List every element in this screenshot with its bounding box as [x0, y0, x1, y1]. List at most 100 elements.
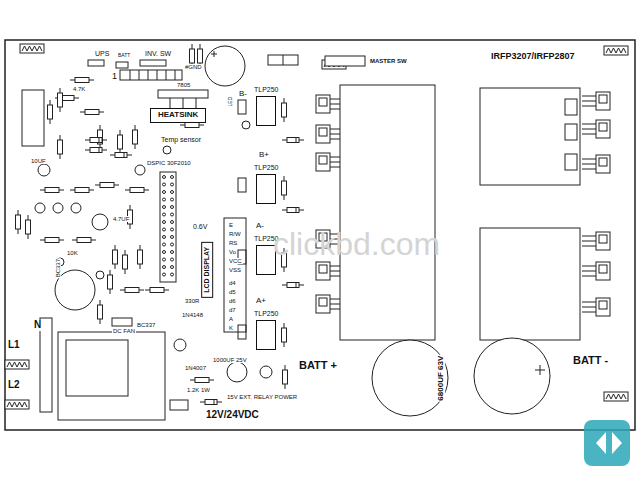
node-label: HEATSINK [158, 111, 198, 120]
mcu-pin [171, 191, 174, 194]
screw-hatch [22, 46, 42, 51]
mosfet-lead [330, 309, 340, 310]
mosfet-tab [319, 265, 327, 273]
resistor-symbol [283, 370, 288, 384]
connector-label: DC FAN [112, 328, 136, 334]
resistor-symbol [282, 103, 287, 117]
resistor-symbol [198, 49, 203, 63]
terminal-label: L2 [7, 380, 21, 391]
diode-symbol [287, 283, 299, 288]
resistor-symbol [45, 238, 59, 243]
mosfet-lead [582, 134, 596, 135]
board-outline [5, 40, 635, 430]
capacitor-symbol [96, 271, 104, 279]
pin-name: d4 [228, 280, 237, 286]
diode-symbol [205, 400, 217, 405]
mosfet-lead [582, 307, 596, 308]
mosfet-lead [582, 124, 596, 125]
signal-name: A- [255, 222, 265, 230]
pin-name: d6 [228, 298, 237, 304]
polarity-mark [540, 365, 541, 375]
diode-band [296, 283, 297, 288]
resistor-symbol [150, 288, 164, 293]
mosfet-lead [330, 271, 340, 272]
screw-terminal [604, 392, 628, 401]
mosfet-symbol [596, 298, 610, 316]
part-name: Temp sensor [160, 136, 202, 143]
mosfet-lead [330, 109, 340, 110]
mosfet-tab [319, 128, 327, 136]
pin-name: d7 [228, 307, 237, 313]
mosfet-lead [582, 302, 596, 303]
part-value: 6800UF 63V [437, 355, 445, 402]
voltage-label: 0.6V [192, 223, 208, 230]
pin-name: RS [228, 240, 238, 246]
diode-band [124, 153, 125, 158]
mosfet-symbol [596, 120, 610, 138]
mosfet-lead [582, 246, 596, 247]
connector-label: BATT [117, 53, 131, 58]
mosfet-lead [330, 266, 340, 267]
heatsink-outline [480, 88, 580, 185]
part-name: DSPIC 30F2010 [146, 160, 192, 166]
signal-name: B+ [258, 151, 270, 159]
mcu-pin [163, 213, 166, 216]
resistor-symbol [100, 183, 114, 188]
note: 15V EXT. RELAY POWER [226, 394, 298, 400]
resistor-symbol [58, 140, 63, 154]
mcu-pin [163, 191, 166, 194]
signal-name: B- [238, 90, 248, 98]
screw-terminal [5, 360, 29, 369]
screw-terminal [20, 44, 44, 53]
screw-hatch [7, 402, 27, 407]
resistor-symbol [58, 93, 63, 107]
mosfet-lead [330, 104, 340, 105]
capacitor-symbol [205, 46, 245, 86]
part-name: 7805 [176, 82, 191, 88]
capacitor-symbol [227, 362, 247, 382]
mosfet-lead [582, 266, 596, 267]
resistor-symbol [75, 188, 89, 193]
transistor-symbol [53, 203, 63, 213]
mcu-pin [163, 236, 166, 239]
mcu-pin [171, 236, 174, 239]
mosfet-lead [330, 99, 340, 100]
diode-symbol [115, 153, 127, 158]
mosfet-tab [319, 156, 327, 164]
node-label: TLP250 [253, 164, 280, 172]
resistor-symbol [190, 49, 195, 63]
mosfet-symbol [316, 95, 330, 113]
pin-divider [157, 70, 158, 80]
mcu-pin [171, 183, 174, 186]
polarity-mark [214, 51, 215, 57]
pin-name: Vo [228, 249, 237, 255]
terminal-label: L1 [7, 340, 21, 351]
part-value: 10UF [30, 158, 47, 164]
capacitor-symbol [260, 366, 272, 378]
mosfet-lead [582, 312, 596, 313]
mosfet-lead [582, 169, 596, 170]
regulator-lead [170, 98, 171, 108]
regulator-symbol [158, 90, 208, 98]
mosfet-tab [599, 301, 607, 309]
mosfet-tab [599, 95, 607, 103]
resistor-symbol [85, 110, 99, 115]
terminal-label: BATT + [298, 360, 338, 372]
resistor-symbol [282, 181, 287, 195]
resistor-symbol [133, 130, 138, 144]
pin-header [120, 70, 182, 80]
screw-terminal [5, 400, 29, 409]
mosfet-lead [582, 96, 596, 97]
diode-band [99, 148, 100, 153]
pin-name: E [228, 222, 234, 228]
connector [116, 62, 128, 68]
connector-label: INV. SW [144, 50, 172, 57]
diode-symbol [90, 148, 102, 153]
screw-terminal [604, 46, 628, 55]
mosfet-symbol [596, 232, 610, 250]
mosfet-tab [319, 298, 327, 306]
capacitor-symbol [242, 121, 250, 129]
resistor-symbol [26, 220, 31, 234]
resistor-symbol [138, 250, 143, 264]
mosfet-tab [599, 235, 607, 243]
